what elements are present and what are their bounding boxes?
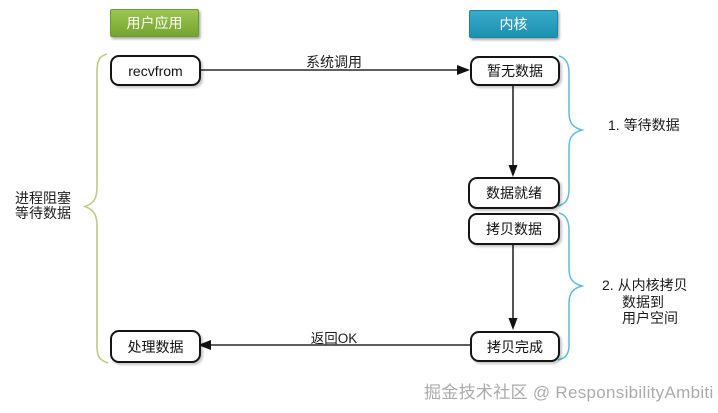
annotation-phase2-line2: 数据到 xyxy=(622,293,664,310)
arrowhead-down-icon xyxy=(508,165,518,177)
node-recvfrom: recvfrom xyxy=(110,55,201,86)
node-process-data: 处理数据 xyxy=(110,330,201,363)
label-syscall: 系统调用 xyxy=(306,54,362,70)
annotation-process-blocked-line1: 进程阻塞 xyxy=(15,190,71,206)
annotation-phase2-copy-to-user: 2. 从内核拷贝 数据到 用户空间 xyxy=(602,277,688,327)
annotation-phase2-line1: 2. 从内核拷贝 xyxy=(602,277,688,293)
arrow-wait-data xyxy=(508,83,518,177)
node-data-ready: 数据就绪 xyxy=(468,177,560,209)
arrow-return-ok xyxy=(198,340,470,350)
arrowhead-left-icon xyxy=(198,340,211,350)
arrowhead-right-icon xyxy=(457,65,470,75)
node-copy-data: 拷贝数据 xyxy=(468,213,560,245)
header-kernel: 内核 xyxy=(469,10,558,38)
arrowhead-down-icon xyxy=(508,318,518,330)
annotation-phase2-line3: 用户空间 xyxy=(622,310,678,326)
left-brace-icon xyxy=(82,53,109,364)
annotation-process-blocked-line2: 等待数据 xyxy=(15,205,71,221)
annotation-phase1-wait-data: 1. 等待数据 xyxy=(608,117,680,133)
phase2-brace-icon xyxy=(557,212,585,361)
label-return-ok: 返回OK xyxy=(310,331,358,346)
phase1-brace-icon xyxy=(557,55,585,207)
arrow-syscall xyxy=(198,65,470,75)
node-copy-done: 拷贝完成 xyxy=(470,331,560,362)
arrow-copying xyxy=(508,243,518,330)
watermark-text: 掘金技术社区 @ ResponsibilityAmbiti xyxy=(424,383,714,402)
node-no-data: 暂无数据 xyxy=(470,56,560,86)
annotation-process-blocked: 进程阻塞 等待数据 xyxy=(15,191,71,221)
header-user-application: 用户应用 xyxy=(110,9,199,37)
